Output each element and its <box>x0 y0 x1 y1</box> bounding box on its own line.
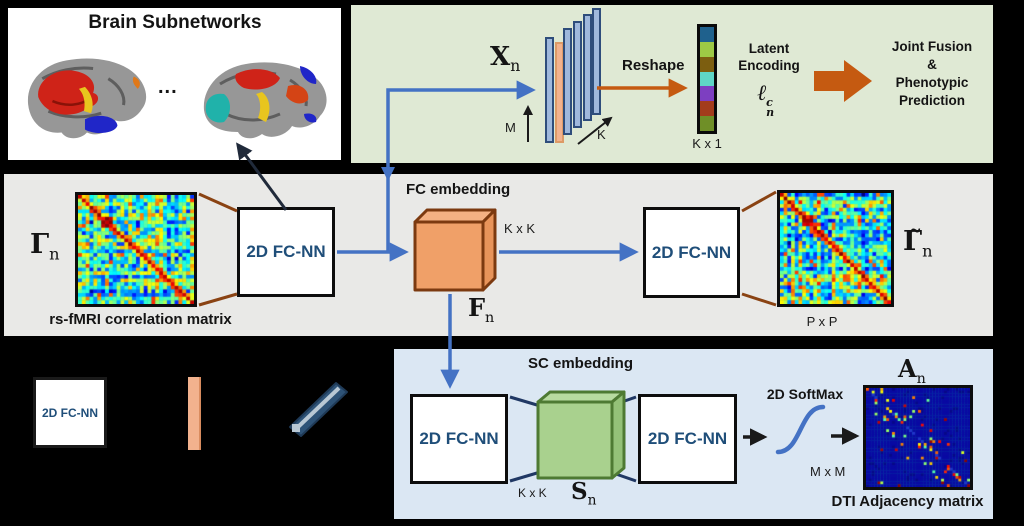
latent-vector-segment <box>700 27 714 42</box>
sc-kxk-label: K x K <box>518 486 547 500</box>
brain-image-right <box>203 62 327 139</box>
latent-vector-segment <box>700 86 714 102</box>
xn-label: Xn <box>490 42 521 76</box>
sc-fcnn-decoder-box: 2D FC-NN <box>638 394 737 484</box>
softmax-label: 2D SoftMax <box>766 386 844 402</box>
latent-vector-segment <box>700 116 714 132</box>
latent-vector <box>697 24 717 134</box>
gamma-label: Γn <box>30 229 60 264</box>
brain-panel-title: Brain Subnetworks <box>88 12 262 33</box>
dti-adjacency-matrix <box>863 385 973 490</box>
fn-label: Fn <box>468 293 495 326</box>
latent-encoding-label: Latent Encoding <box>738 41 800 73</box>
legend-fcnn-box: 2D FC-NN <box>33 377 107 448</box>
reconstructed-matrix <box>777 190 894 307</box>
feature-slab <box>563 28 572 135</box>
m-axis-label: M <box>505 120 516 135</box>
latent-vector-segment <box>700 56 714 72</box>
feature-slab <box>583 14 592 121</box>
feature-slab <box>545 37 554 143</box>
k-axis-label: K <box>597 127 606 142</box>
brain-ellipsis: ... <box>158 76 178 98</box>
reshape-label: Reshape <box>622 57 685 74</box>
vector-dim-label: K x 1 <box>692 136 722 151</box>
sn-label: Sn <box>571 478 597 509</box>
feature-slab <box>592 8 601 115</box>
fcnn-decoder-box: 2D FC-NN <box>643 207 740 298</box>
sc-fcnn-encoder-box: 2D FC-NN <box>410 394 508 484</box>
fmri-correlation-matrix <box>75 192 197 307</box>
brain-image-left <box>27 58 147 139</box>
gamma-tilde-label: Γ̃n <box>903 226 933 261</box>
latent-vector-segment <box>700 71 714 87</box>
latent-vector-segment <box>700 41 714 57</box>
sc-embedding-title: SC embedding <box>527 355 633 372</box>
an-label: An <box>898 354 926 387</box>
feature-slab <box>573 21 582 128</box>
legend-blue-slab <box>289 382 348 437</box>
dti-matrix-caption: DTI Adjacency matrix <box>831 493 984 510</box>
fcnn-encoder-box: 2D FC-NN <box>237 207 335 297</box>
joint-fusion-label: Joint Fusion & Phenotypic Prediction <box>891 39 973 108</box>
fc-kxk-label: K x K <box>504 221 536 236</box>
mxm-label: M x M <box>810 464 846 479</box>
legend-orange-slab <box>188 377 201 450</box>
fmri-matrix-caption: rs-fMRI correlation matrix <box>49 311 232 328</box>
fc-embedding-title: FC embedding <box>406 181 511 198</box>
latent-vector-segment <box>700 101 714 117</box>
pxp-label: P x P <box>806 314 838 329</box>
feature-slab-stack <box>543 4 613 149</box>
